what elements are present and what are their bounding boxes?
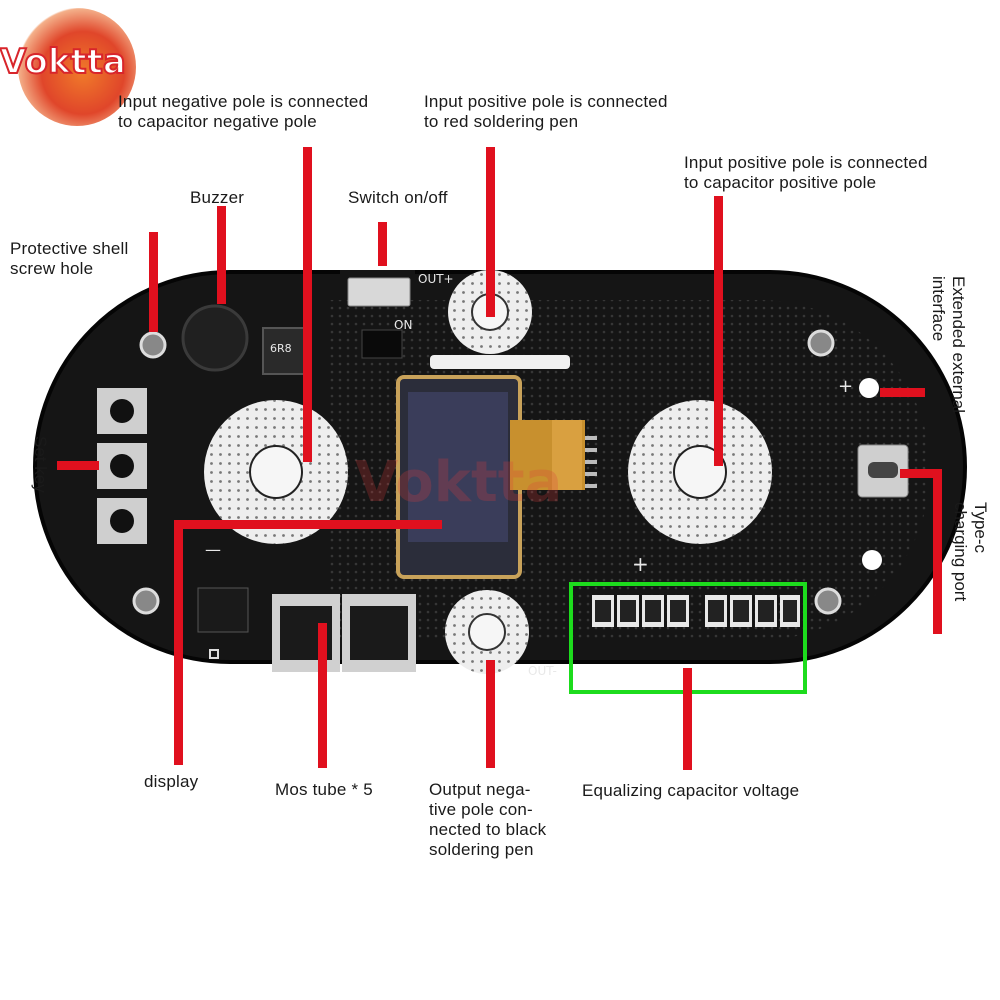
label-input-negative: Input negative pole is connected to capa…	[118, 92, 369, 131]
silk-inductor: 6R8	[270, 342, 292, 355]
silk-plus: +	[632, 552, 649, 576]
label-buzzer: Buzzer	[190, 188, 245, 207]
label-display: display	[144, 772, 199, 791]
leader-display-v	[174, 520, 183, 765]
label-screw-hole: Protective shell screw hole	[10, 239, 129, 278]
leader-red-pen	[486, 147, 495, 317]
leader-output-negative	[486, 660, 495, 768]
leader-input-negative	[303, 147, 312, 462]
slide-switch	[347, 277, 411, 307]
label-extended-interface: Extended external interface	[929, 276, 968, 414]
negative-capacitor-pad	[204, 400, 348, 544]
label-mos-tube: Mos tube * 5	[275, 780, 373, 799]
leader-display-h	[174, 520, 442, 529]
set-keys	[97, 388, 147, 544]
label-input-positive-capacitor: Input positive pole is connected to capa…	[684, 153, 928, 192]
silk-out-minus: OUT-	[528, 664, 557, 678]
leader-mos-tube	[318, 623, 327, 768]
leader-extended-h	[880, 388, 925, 397]
label-switch: Switch on/off	[348, 188, 448, 207]
brand-logo: Voktta	[0, 41, 127, 83]
leader-typec-v	[933, 469, 942, 634]
mos-tubes	[272, 594, 416, 672]
watermark: Voktta	[355, 450, 563, 515]
label-equalizing: Equalizing capacitor voltage	[582, 781, 800, 800]
leader-set-key	[57, 461, 99, 470]
leader-typec-h	[900, 469, 942, 478]
silk-on: ON	[394, 318, 413, 332]
screw-hole	[132, 329, 842, 615]
label-set-key: Set key	[31, 436, 50, 493]
leader-screw-hole	[149, 232, 158, 332]
inductor	[262, 327, 310, 375]
leader-equalizing	[683, 668, 692, 770]
label-typec-port: Type-c charging port	[951, 502, 990, 602]
silk-out-plus: OUT+	[418, 272, 454, 286]
leader-switch	[378, 222, 387, 266]
positive-capacitor-pad	[628, 400, 772, 544]
label-input-positive-red-pen: Input positive pole is connected to red …	[424, 92, 668, 131]
leader-buzzer	[217, 206, 226, 304]
brand-logo-mark	[18, 8, 136, 126]
ic-chip	[197, 587, 249, 633]
silk-plus-right: +	[838, 376, 854, 397]
silk-minus: —	[205, 540, 221, 559]
buzzer	[181, 304, 249, 372]
label-output-negative: Output nega- tive pole con- nected to bl…	[429, 780, 547, 859]
leader-capacitor-positive	[714, 196, 723, 466]
out-minus-pad	[445, 590, 529, 674]
